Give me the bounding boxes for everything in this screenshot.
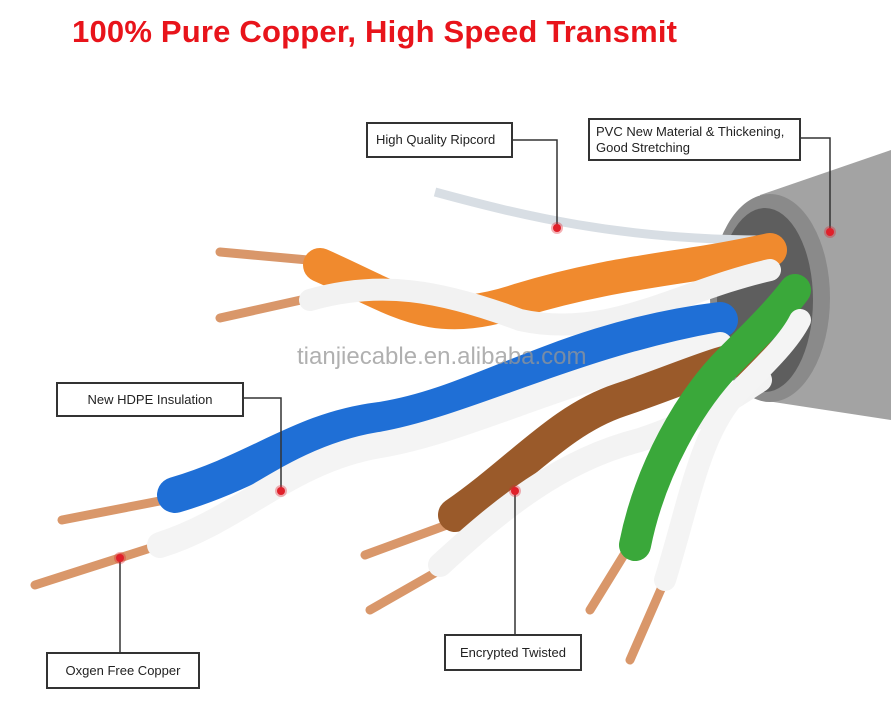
callout-insulation: New HDPE Insulation [56,382,244,417]
watermark: tianjiecable.en.alibaba.com [297,343,587,370]
green-pair [619,274,811,591]
callout-jacket-line2: Good Stretching [596,139,690,155]
callout-copper: Oxgen Free Copper [46,652,200,689]
blue-pair [147,302,738,558]
callout-ripcord: High Quality Ripcord [366,122,513,158]
callout-jacket-line1: PVC New Material & Thickening, [596,123,785,139]
ripcord [433,187,766,245]
callout-copper-label: Oxgen Free Copper [65,662,181,678]
headline: 100% Pure Copper, High Speed Transmit [72,14,678,49]
callout-twisted: Encrypted Twisted [444,634,582,671]
leader-lines [119,137,831,652]
callout-markers [114,222,836,564]
callout-ripcord-label: High Quality Ripcord [376,132,496,147]
callout-jacket: PVC New Material & Thickening, Good Stre… [588,118,801,161]
orange-pair [299,233,787,336]
callout-twisted-label: Encrypted Twisted [460,644,566,660]
callout-insulation-label: New HDPE Insulation [87,391,213,407]
